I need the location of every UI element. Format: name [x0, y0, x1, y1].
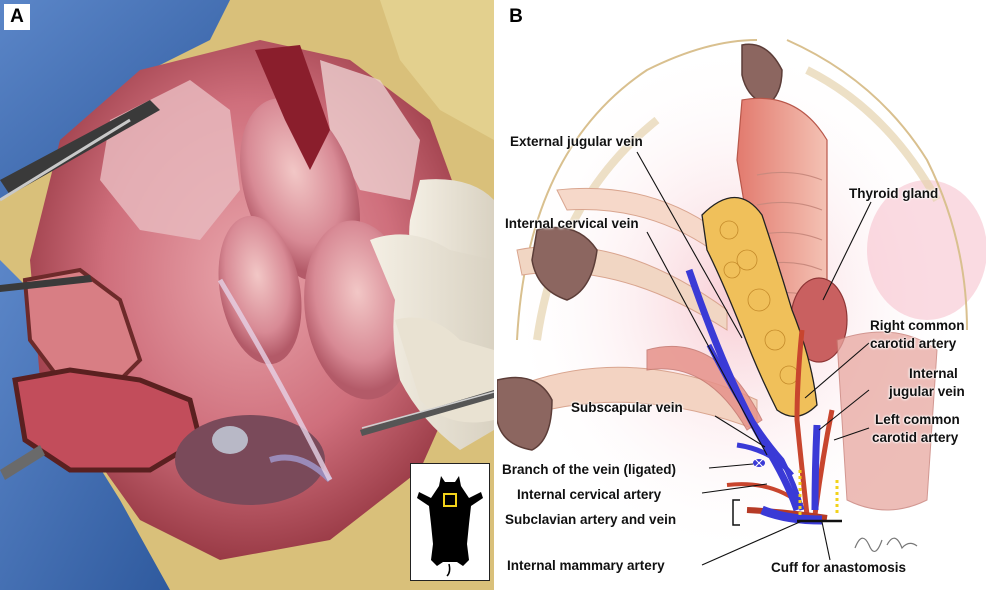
- leader-lines: [636, 151, 872, 566]
- label-internal-cervical-artery: Internal cervical artery: [517, 487, 662, 502]
- label-cuff-for-anastomosis: Cuff for anastomosis: [771, 560, 907, 575]
- label-internal-cervical-vein: Internal cervical vein: [505, 216, 639, 231]
- subscapular-vein: [736, 442, 794, 477]
- pig-silhouette-inset: [410, 463, 490, 581]
- vessel-strand: [217, 278, 333, 482]
- leader-left-common-carotid: [833, 427, 870, 441]
- leader-subscapular-vein: [714, 415, 766, 448]
- leader-cuff: [821, 521, 831, 561]
- label-external-jugular-vein: External jugular vein: [510, 134, 643, 149]
- vessel-in-cavity: [269, 454, 333, 483]
- cut-tissue-left: [22, 267, 143, 393]
- skin-fold-left: [533, 116, 660, 341]
- gland-lobe-lower: [218, 215, 302, 365]
- ligature-mark: [754, 458, 764, 468]
- leader-internal-cervical-artery: [701, 483, 768, 494]
- instrument-left: [0, 275, 92, 292]
- skin-outline-right: [786, 39, 968, 331]
- anatomy-illustration: [497, 39, 986, 566]
- skin-top-right: [380, 0, 494, 140]
- label-subscapular-vein: Subscapular vein: [571, 400, 683, 415]
- leader-external-jugular-vein: [636, 151, 743, 339]
- artist-signature: [854, 537, 918, 552]
- cut-muscle-blob-top: [741, 43, 783, 106]
- glove-fingers: [395, 317, 494, 423]
- leader-right-common-carotid: [804, 342, 870, 399]
- surgical-site-marker: [443, 493, 457, 507]
- internal-cervical-vein: [706, 343, 805, 511]
- leader-branch-of-vein: [708, 463, 754, 469]
- internal-jugular-vein: [811, 424, 821, 511]
- instrument-bottom-left: [0, 445, 45, 480]
- forceps-upper-highlight: [0, 118, 131, 202]
- leader-internal-mammary-artery: [701, 520, 803, 566]
- label-right-common-1: Right common: [870, 318, 965, 333]
- thymus: [701, 196, 818, 417]
- metal-cuff: [212, 426, 248, 454]
- label-internal-jugular-2: jugular vein: [889, 384, 965, 399]
- label-left-common-2: carotid artery: [872, 430, 959, 445]
- panel-a-surgical-photo: A: [0, 0, 494, 590]
- leader-internal-cervical-vein: [646, 231, 768, 456]
- thymus-lobules: [719, 220, 799, 385]
- label-right-common-2: carotid artery: [870, 336, 957, 351]
- right-common-carotid-artery: [794, 329, 810, 516]
- surgical-photo: [0, 0, 494, 590]
- label-subclavian-artery-and-vein: Subclavian artery and vein: [505, 512, 677, 527]
- leader-internal-jugular-vein: [818, 389, 870, 431]
- cut-muscle-blob-upper: [531, 226, 598, 301]
- label-internal-jugular-1: Internal: [909, 366, 958, 381]
- panel-b-letter: B: [509, 6, 523, 27]
- muscle-dark-top: [255, 45, 330, 170]
- label-branch-of-vein: Branch of the vein (ligated): [502, 462, 677, 477]
- cut-muscle-blob-lower: [497, 376, 553, 451]
- fascia-right: [320, 60, 420, 200]
- label-left-common-1: Left common: [875, 412, 960, 427]
- tweezers-highlight: [361, 391, 494, 429]
- leader-thyroid-gland: [822, 201, 872, 301]
- pig-silhouette: [417, 476, 483, 577]
- label-thyroid-gland: Thyroid gland: [849, 186, 939, 201]
- panel-a-letter: A: [4, 4, 30, 30]
- subclavian-bracket: [732, 499, 740, 526]
- muscle-right-lower: [836, 331, 938, 511]
- label-internal-mammary-artery: Internal mammary artery: [507, 558, 665, 573]
- glow-right: [867, 180, 986, 320]
- forceps-upper: [0, 100, 160, 195]
- skin-fold-right: [805, 66, 941, 202]
- panel-b-anatomical-illustration: B External jugular vein Internal cervica…: [497, 0, 986, 590]
